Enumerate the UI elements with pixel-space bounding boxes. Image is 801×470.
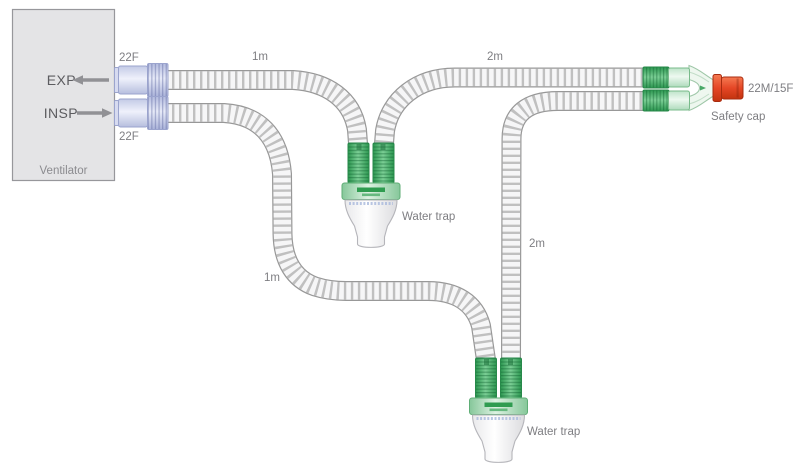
y-piece bbox=[642, 64, 715, 112]
trap-clip bbox=[484, 359, 489, 365]
y-piece-arrow-icon bbox=[700, 85, 706, 91]
exp-port-label: EXP bbox=[47, 72, 76, 88]
insp-flow-arrow-icon bbox=[77, 108, 113, 118]
water-trap-expiratory bbox=[341, 142, 401, 248]
label-insp-connector-size: 22F bbox=[119, 131, 139, 143]
label-exp-connector-size: 22F bbox=[119, 52, 139, 64]
label-exp-extension-length: 2m bbox=[487, 51, 503, 63]
y-top-cuff bbox=[668, 67, 690, 88]
label-patient-connector-size: 22M/15F bbox=[748, 83, 793, 95]
label-exp-limb-length: 1m bbox=[252, 51, 268, 63]
exp-limb-tube bbox=[165, 70, 369, 151]
label-insp-extension-length: 2m bbox=[529, 238, 545, 250]
safety-cap-ridge bbox=[736, 78, 739, 98]
safety-cap-body bbox=[721, 76, 744, 100]
exp-flow-arrow-icon bbox=[72, 75, 109, 85]
trap-clip bbox=[508, 359, 513, 365]
trap-bowl bbox=[471, 414, 526, 463]
label-water-trap-inspiratory: Water trap bbox=[527, 426, 580, 438]
label-safety-cap: Safety cap bbox=[711, 111, 765, 123]
safety-cap bbox=[712, 74, 744, 102]
ventilator-outline bbox=[11, 8, 116, 182]
connector-sleeve bbox=[118, 65, 148, 95]
exp-extension-tube bbox=[373, 67, 647, 151]
ventilator-label: Ventilator bbox=[40, 165, 88, 177]
ventilator-box: Ventilator EXP INSP bbox=[11, 8, 116, 182]
label-insp-limb-length: 1m bbox=[264, 272, 280, 284]
connector-flange bbox=[114, 100, 119, 126]
insp-limb-tube bbox=[165, 103, 496, 362]
connector-ribs bbox=[147, 63, 169, 97]
insp-extension-tube bbox=[501, 91, 647, 361]
water-trap-inspiratory bbox=[469, 357, 528, 463]
exp-machine-connector bbox=[114, 63, 169, 97]
y-bottom-connector-ribs bbox=[642, 89, 670, 112]
connector-ribs bbox=[147, 96, 169, 130]
connector-flange bbox=[114, 67, 119, 93]
trap-clip bbox=[380, 144, 386, 150]
insp-port-label: INSP bbox=[44, 105, 78, 121]
connector-sleeve bbox=[118, 98, 148, 128]
y-top-connector-ribs bbox=[642, 66, 670, 89]
label-water-trap-expiratory: Water trap bbox=[402, 211, 455, 223]
trap-clip bbox=[356, 144, 362, 150]
trap-lid-band bbox=[357, 187, 385, 192]
trap-lid-band-small bbox=[489, 408, 508, 412]
trap-bowl bbox=[344, 199, 398, 248]
trap-lid-band-small bbox=[362, 193, 380, 197]
insp-machine-connector bbox=[114, 96, 169, 130]
y-piece-channel-lines bbox=[688, 71, 710, 105]
y-bottom-cuff bbox=[668, 90, 690, 111]
trap-lid-band bbox=[484, 402, 513, 407]
safety-cap-flange bbox=[712, 74, 722, 102]
